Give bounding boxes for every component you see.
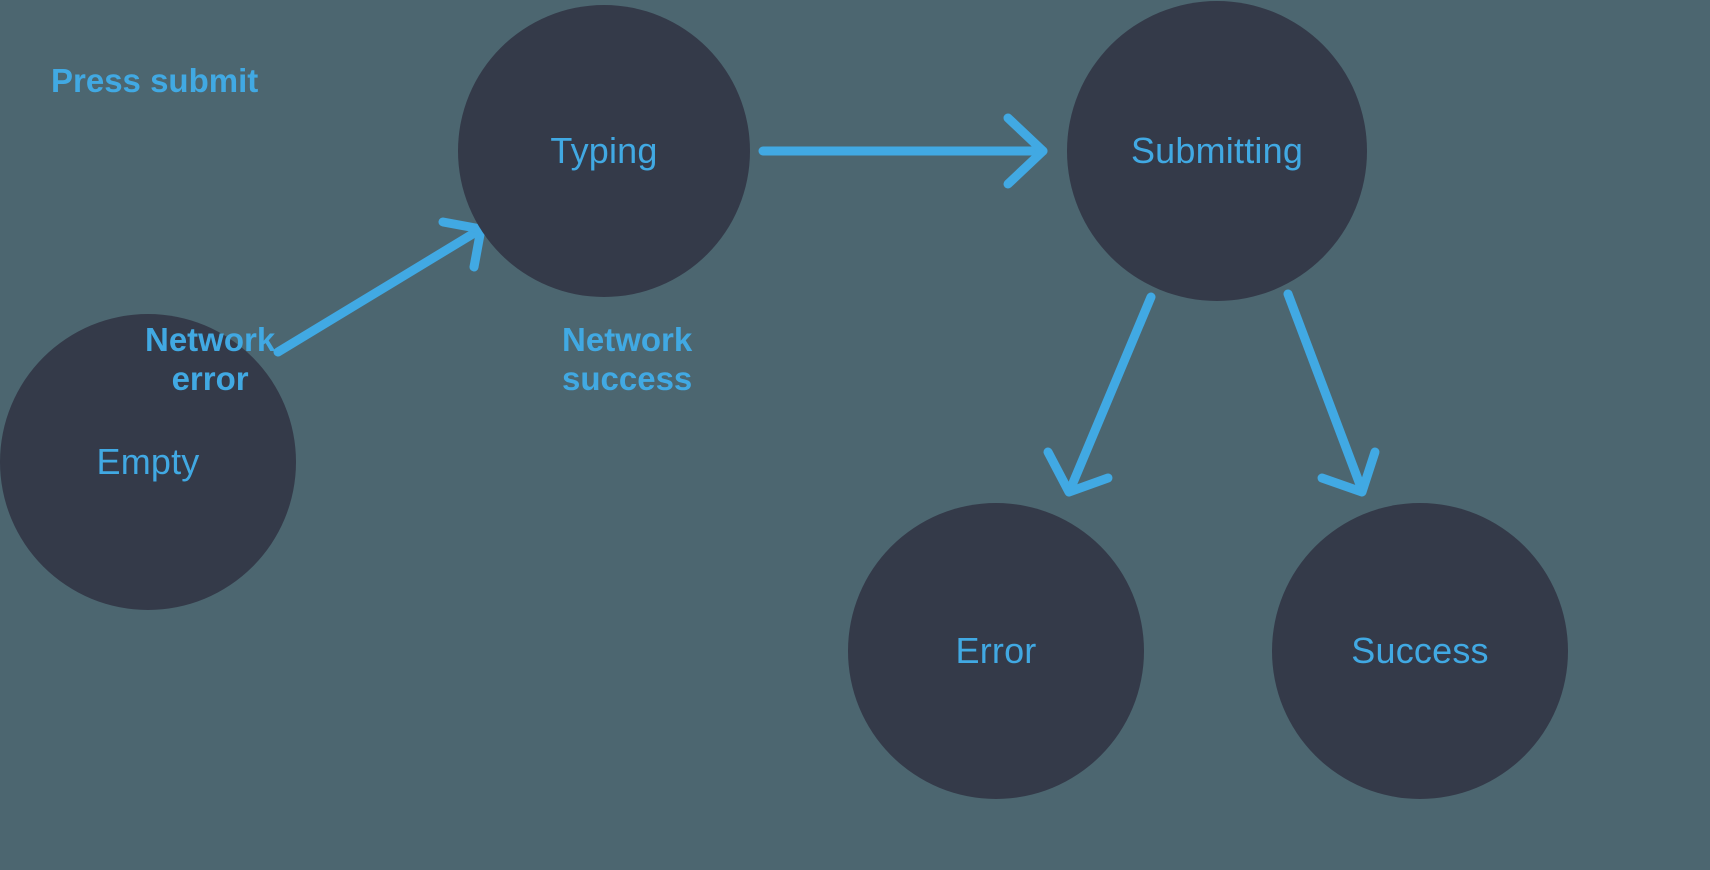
arrow-head-network-error	[1043, 447, 1113, 497]
state-label-typing: Typing	[550, 130, 658, 171]
state-node-typing[interactable]: Typing	[458, 5, 750, 297]
state-label-submitting: Submitting	[1130, 130, 1304, 171]
state-node-empty[interactable]: Empty	[0, 314, 296, 610]
transition-label-press-submit: Press submit	[51, 62, 259, 99]
state-node-submitting[interactable]: Submitting	[1067, 1, 1367, 301]
transition-arrow-network-error	[1043, 292, 1156, 497]
state-label-success: Success	[1351, 630, 1489, 671]
arrow-shaft-network-success	[1283, 289, 1367, 495]
arrow-head-press-submit	[1003, 113, 1048, 189]
transition-label-network-error: Network error	[145, 321, 276, 397]
transition-label-network-success: Network success	[562, 321, 693, 397]
state-label-empty: Empty	[96, 441, 200, 482]
transition-arrow-press-submit	[758, 113, 1048, 189]
transition-arrow-start-typing	[273, 217, 486, 357]
arrow-head-network-success	[1317, 447, 1380, 497]
state-label-error: Error	[955, 630, 1037, 671]
state-node-success[interactable]: Success	[1272, 503, 1568, 799]
arrow-shaft-start-typing	[273, 227, 481, 357]
transition-arrow-network-success	[1283, 289, 1380, 497]
state-node-error[interactable]: Error	[848, 503, 1144, 799]
arrow-shaft-network-error	[1065, 292, 1156, 495]
